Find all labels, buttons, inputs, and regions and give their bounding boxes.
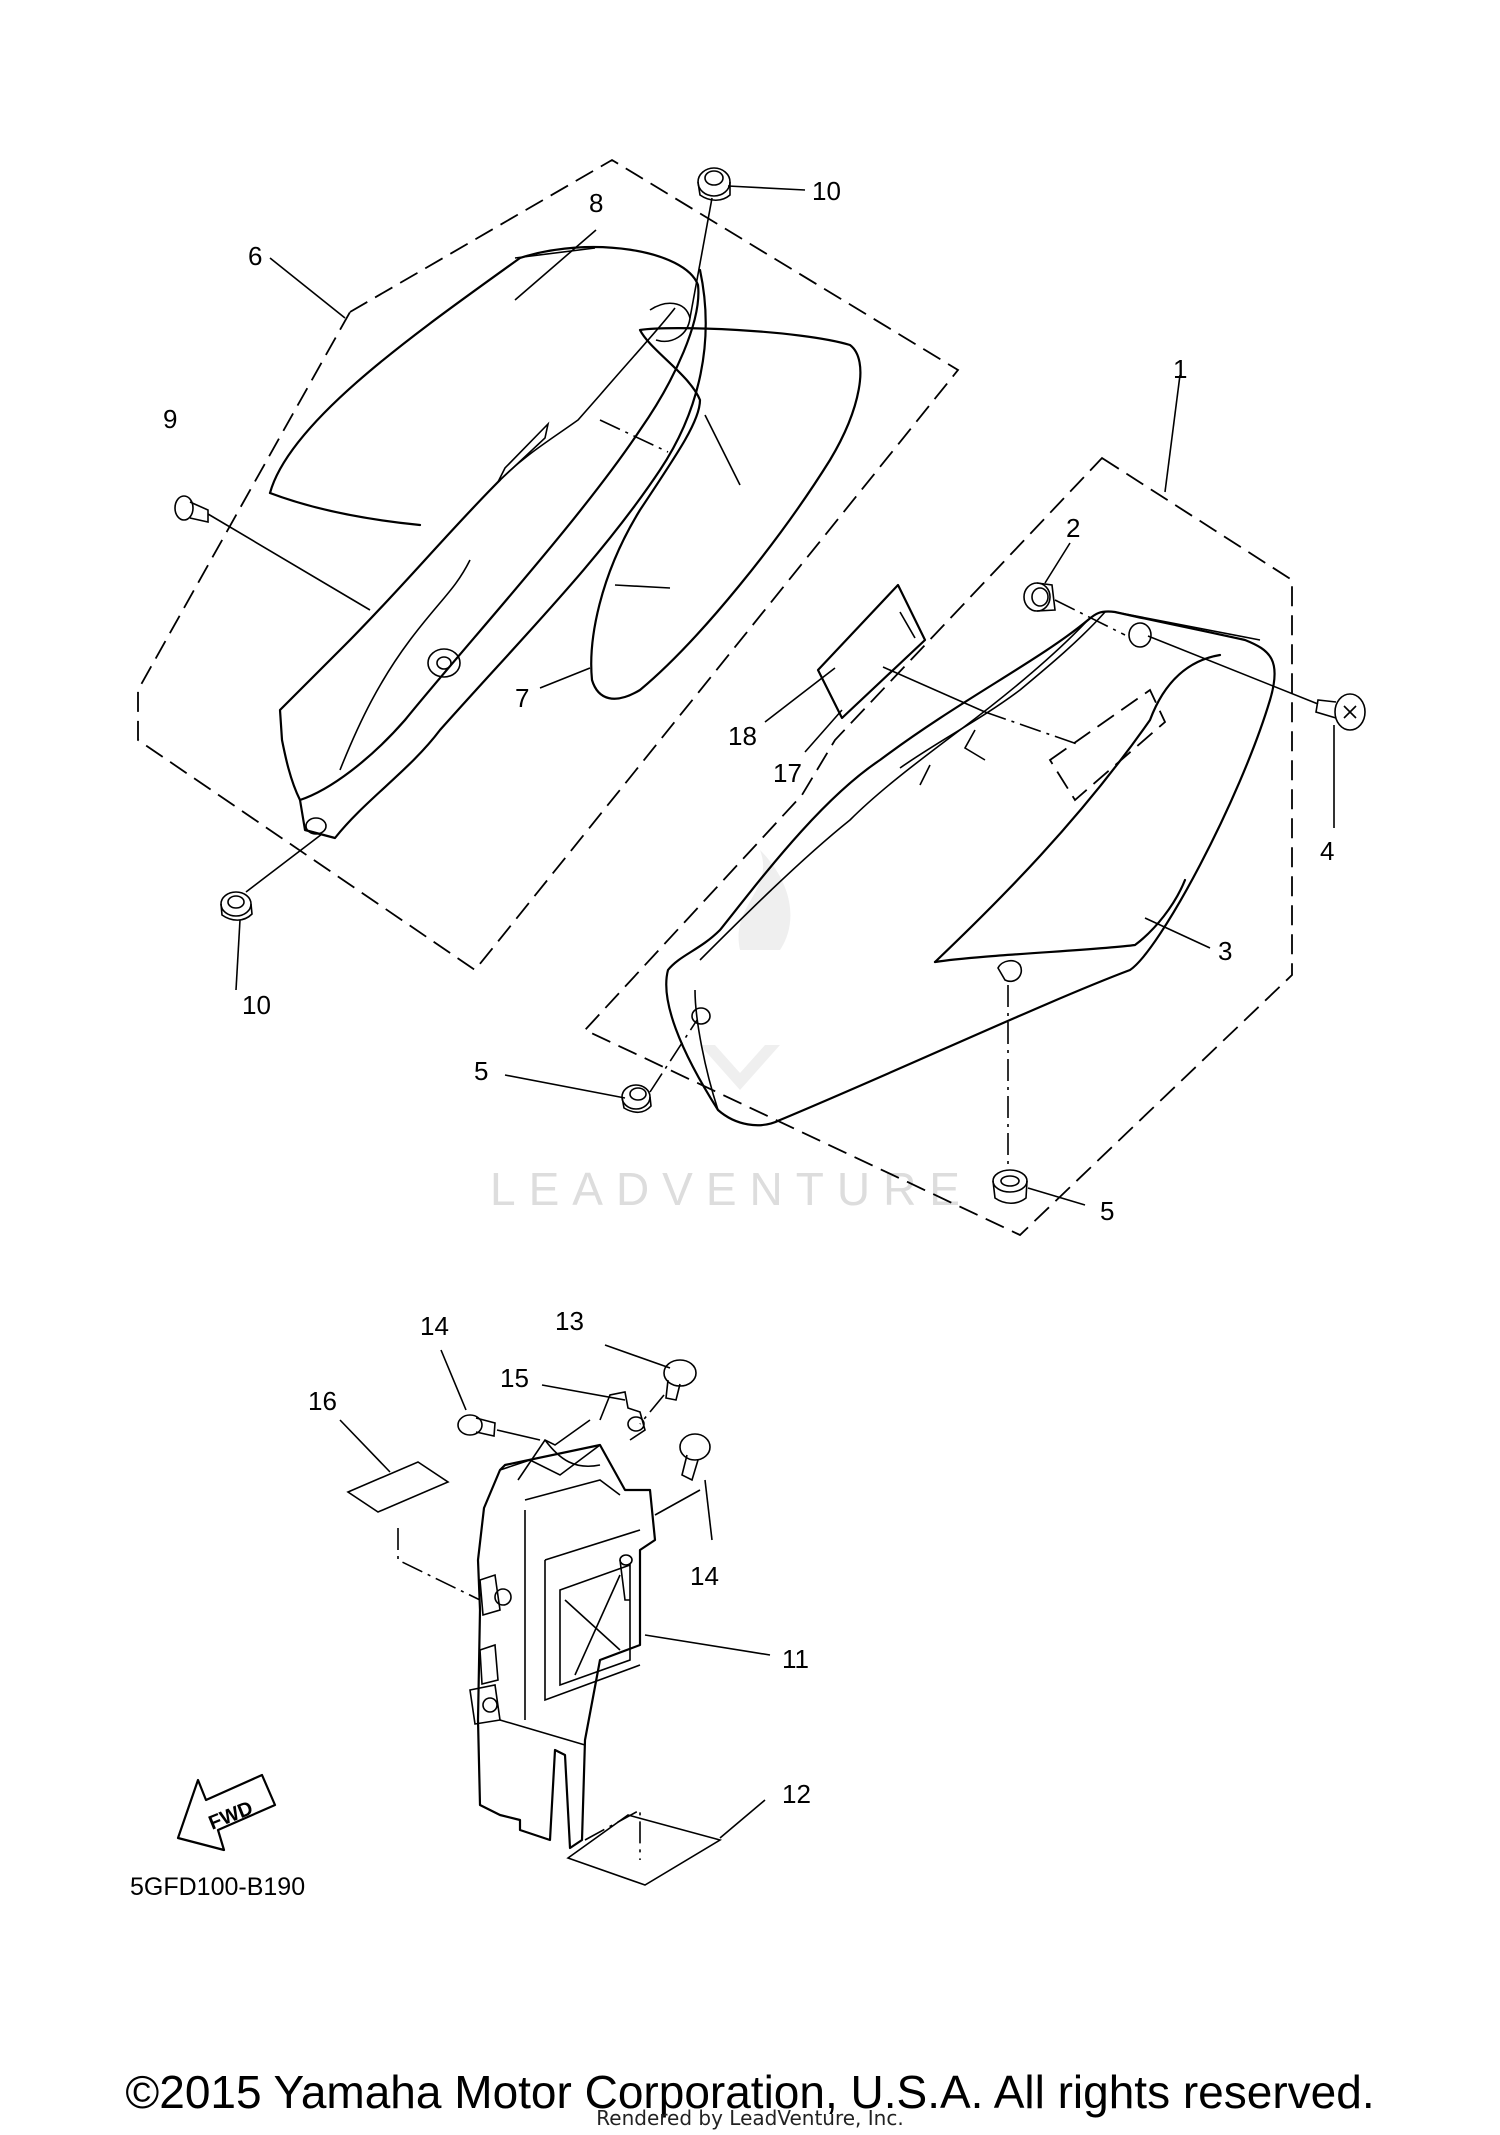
callout-13: 13 <box>555 1306 584 1336</box>
copyright-notice: ©2015 Yamaha Motor Corporation, U.S.A. A… <box>125 2066 1375 2118</box>
callout-labels: 10 8 6 9 7 10 1 2 4 18 17 3 5 5 14 13 15… <box>163 176 1334 1809</box>
bolt-14-right-icon <box>679 1433 711 1482</box>
callout-1: 1 <box>1173 354 1187 384</box>
callout-12: 12 <box>782 1779 811 1809</box>
callout-11: 11 <box>782 1644 809 1674</box>
right-side-cover-group <box>583 456 1366 1237</box>
grommet-5-left-icon <box>621 1084 652 1114</box>
callout-15: 15 <box>500 1363 529 1393</box>
callout-7: 7 <box>515 683 529 713</box>
bolt-9-icon <box>174 495 209 523</box>
bolt-14-left-icon <box>457 1414 496 1437</box>
fwd-arrow-icon: FWD <box>176 1773 277 1852</box>
callout-10-bottom: 10 <box>242 990 271 1020</box>
battery-box-group <box>346 1359 723 1886</box>
callout-17: 17 <box>773 758 802 788</box>
diagram-code: 5GFD100-B190 <box>130 1873 305 1901</box>
fwd-label: FWD <box>206 1797 256 1834</box>
left-side-cover-group <box>137 158 960 972</box>
callout-8: 8 <box>589 188 603 218</box>
callout-3: 3 <box>1218 936 1232 966</box>
watermark-text: LEADVENTURE <box>490 1163 973 1215</box>
screw-4-icon <box>1315 693 1366 731</box>
callout-14-bottom: 14 <box>690 1561 719 1591</box>
screw-13-icon <box>663 1359 697 1401</box>
grommet-2-icon <box>1023 582 1056 612</box>
callout-14-top: 14 <box>420 1311 449 1341</box>
grommet-10-top-icon <box>697 167 731 202</box>
grommet-10-bottom-icon <box>220 891 253 921</box>
callout-5-bottom: 5 <box>1100 1196 1114 1226</box>
callout-4: 4 <box>1320 836 1334 866</box>
callout-6: 6 <box>248 241 262 271</box>
callout-10-top: 10 <box>812 176 841 206</box>
callout-16: 16 <box>308 1386 337 1416</box>
callout-18: 18 <box>728 721 757 751</box>
callout-5-left: 5 <box>474 1056 488 1086</box>
callout-2: 2 <box>1066 513 1080 543</box>
leader-lines <box>235 185 1335 1839</box>
watermark: LEADVENTURE <box>490 850 973 1215</box>
rendered-by-notice: Rendered by LeadVenture, Inc. <box>596 2106 904 2130</box>
callout-9: 9 <box>163 404 177 434</box>
grommet-5-bottom-icon <box>992 1169 1028 1205</box>
